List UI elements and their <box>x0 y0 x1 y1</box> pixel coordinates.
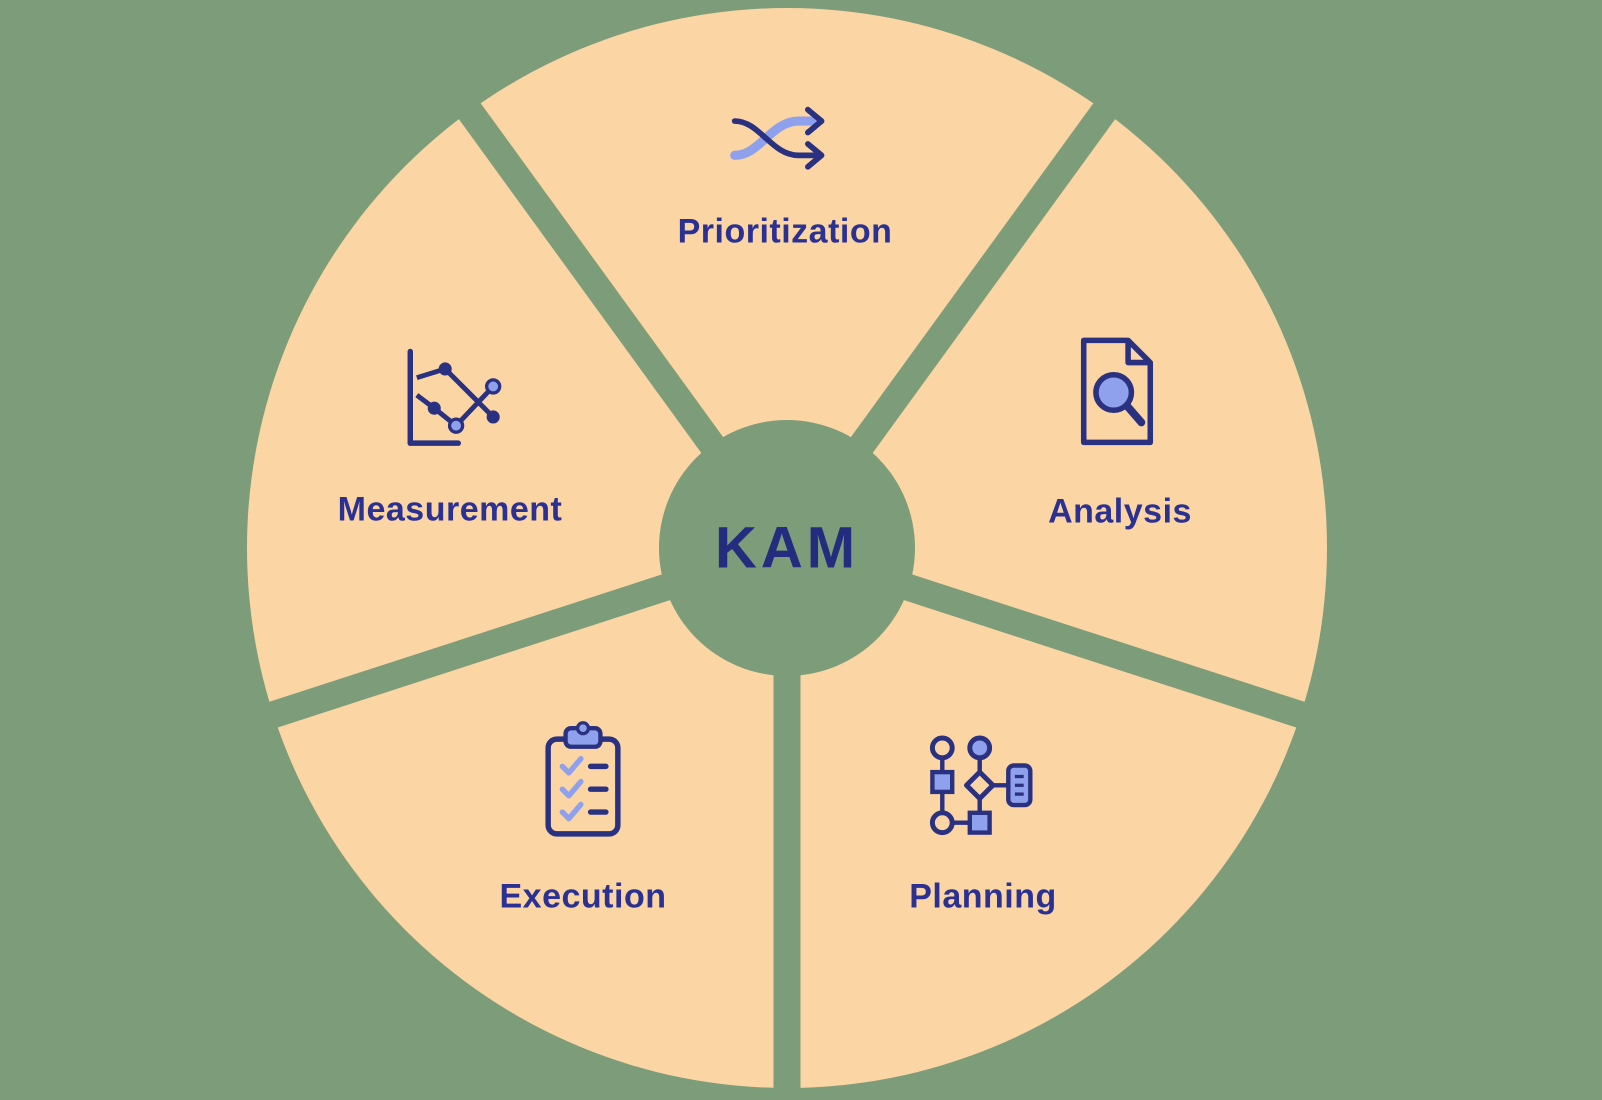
segment-prioritization: Prioritization <box>678 213 893 252</box>
segment-planning: Planning <box>909 878 1057 917</box>
shuffle-arrows-icon <box>726 101 844 186</box>
segment-analysis: Analysis <box>1048 493 1192 532</box>
flowchart-icon <box>922 733 1044 848</box>
document-search-icon <box>1067 332 1167 459</box>
line-chart-icon <box>395 344 515 461</box>
segment-label-prioritization: Prioritization <box>677 212 893 251</box>
segment-execution: Execution <box>500 878 667 917</box>
segment-label-measurement: Measurement <box>337 490 563 529</box>
segment-label-execution: Execution <box>499 877 667 916</box>
segment-label-analysis: Analysis <box>1048 492 1192 531</box>
clipboard-checklist-icon <box>534 721 632 846</box>
segment-measurement: Measurement <box>338 491 563 530</box>
segment-label-planning: Planning <box>909 877 1057 916</box>
center-label: KAM <box>714 515 860 581</box>
